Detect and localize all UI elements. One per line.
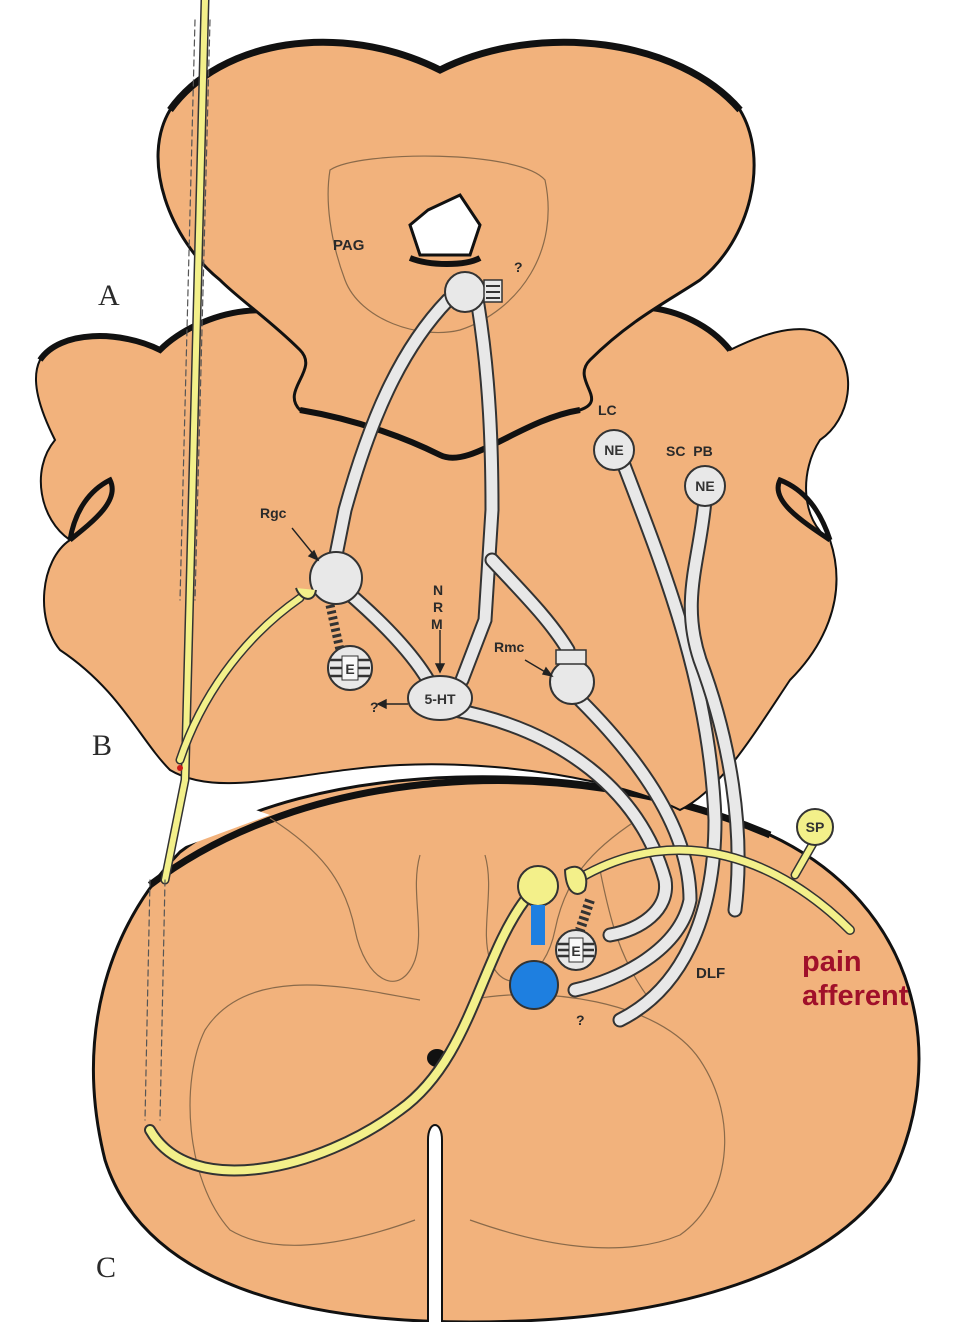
rmc-label: Rmc	[494, 639, 525, 655]
pain-afferent-line2: afferent	[802, 979, 908, 1013]
spinal-cord-outline	[94, 777, 919, 1322]
pain-afferent-line1: pain	[802, 945, 908, 979]
question-mark-pag: ?	[514, 259, 523, 275]
rmc-neuron	[550, 660, 594, 704]
section-label-c: C	[96, 1251, 116, 1284]
enkephalin-label-c: E	[571, 943, 580, 959]
inhibitory-interneuron	[510, 961, 558, 1009]
pag-neuron	[445, 272, 485, 312]
red-marker	[177, 765, 183, 771]
pain-afferent-annotation: pain afferent	[802, 945, 908, 1013]
lc-label: LC	[598, 402, 617, 418]
ventral-median-fissure	[428, 1125, 442, 1322]
dlf-label: DLF	[696, 965, 725, 982]
section-label-a: A	[98, 279, 120, 312]
scpb-ne-label: NE	[695, 478, 714, 494]
rgc-label: Rgc	[260, 505, 287, 521]
nrm-label-n: N	[433, 582, 443, 598]
dorsal-horn-projection-neuron	[518, 866, 558, 906]
nrm-label-m: M	[431, 616, 443, 632]
serotonin-label: 5-HT	[424, 691, 456, 707]
rmc-synapse	[556, 650, 586, 664]
lc-ne-label: NE	[604, 442, 623, 458]
spinal-cord-section	[94, 777, 919, 1322]
question-mark-cord: ?	[576, 1012, 585, 1028]
question-mark-nrm: ?	[370, 699, 379, 715]
pag-label: PAG	[333, 237, 364, 254]
enkephalin-label-b: E	[345, 661, 354, 677]
scpb-label: SC PB	[666, 443, 713, 459]
section-label-b: B	[92, 729, 112, 762]
nrm-label-r: R	[433, 599, 443, 615]
sp-label: SP	[806, 819, 825, 835]
